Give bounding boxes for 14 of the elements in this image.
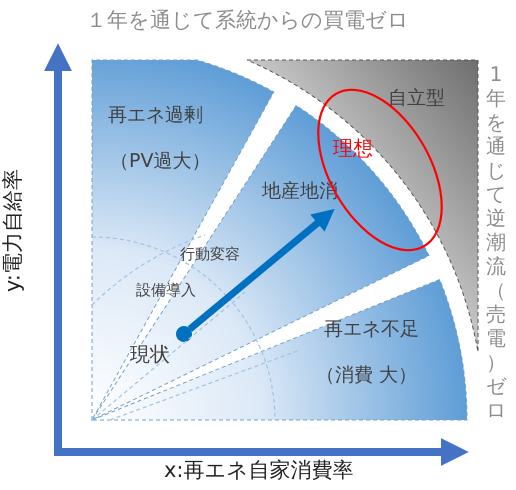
arrow [188,208,335,332]
side-text: 1年を通じて逆潮流（売電）ゼロ [485,62,507,422]
region-label: （消費 大） [316,364,418,387]
region-label: 自立型 [388,87,445,110]
arc-label: 設備導入 [136,281,196,299]
region-label: 理想 [333,136,373,160]
heading-text: １年を通じて系統からの買電ゼロ [86,8,409,34]
region-label: 再エネ不足 [324,318,419,341]
region-label: （PV過大） [110,150,210,173]
axis-label: y:電力自給率 [0,168,26,294]
axis-label: x:再エネ自家消費率 [164,458,354,484]
region-label: 現状 [130,342,170,366]
arc-label: 行動変容 [180,245,240,263]
region-label: 再エネ過剰 [108,104,203,127]
